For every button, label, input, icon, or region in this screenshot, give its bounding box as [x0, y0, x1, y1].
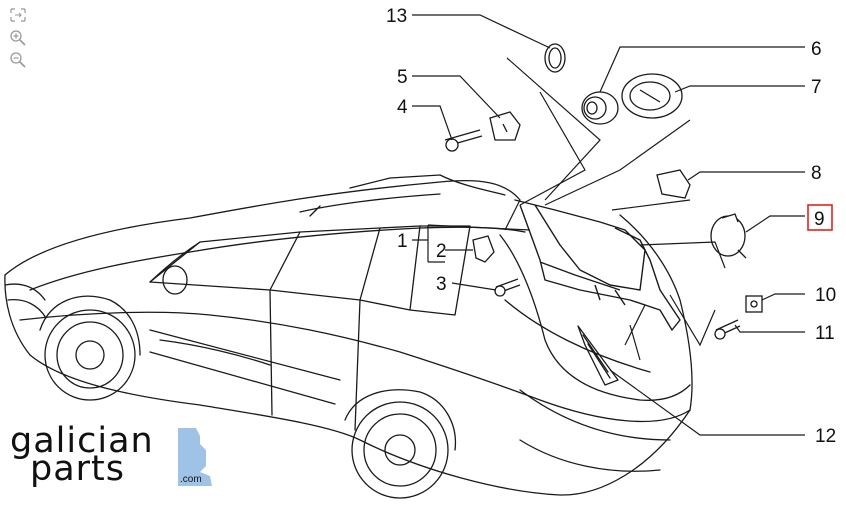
highlight-box-9	[807, 204, 833, 231]
car-outline	[4, 174, 693, 499]
callout-11: 11	[815, 323, 835, 344]
part-11-screw	[714, 319, 741, 340]
parts-group	[444, 43, 763, 340]
callout-labels: 13 5 4 1 2 3 6 7 8 9 10 11 12	[386, 6, 836, 447]
fit-screen-button[interactable]	[8, 6, 28, 24]
part-3-screw	[494, 278, 521, 297]
leader-lines	[412, 14, 805, 436]
logo-map-shape	[178, 428, 212, 486]
callout-12: 12	[815, 426, 836, 447]
zoom-out-button[interactable]	[8, 50, 28, 68]
part-10-nut	[745, 295, 763, 313]
part-4-screw	[444, 129, 483, 152]
callout-3: 3	[436, 274, 447, 295]
rear-trim-panel	[514, 199, 681, 331]
callout-10: 10	[815, 285, 836, 306]
part-8-lamp	[656, 169, 691, 199]
callout-7: 7	[811, 77, 822, 98]
callout-9[interactable]: 9	[814, 209, 825, 230]
part-6-speaker	[581, 91, 619, 125]
callout-2: 2	[436, 241, 447, 262]
callout-5: 5	[397, 67, 408, 88]
part-5-clip	[489, 111, 521, 141]
part-9-cap	[710, 213, 747, 259]
callout-8: 8	[811, 163, 822, 184]
callout-1: 1	[397, 231, 408, 252]
part-2-clip	[472, 235, 495, 263]
fit-screen-icon	[10, 8, 26, 22]
zoom-in-icon	[10, 30, 26, 46]
logo-line2: parts	[30, 449, 125, 489]
callout-6: 6	[811, 39, 822, 60]
part-7-speaker-cover	[621, 73, 683, 119]
galicianparts-logo: galician parts .com	[10, 421, 212, 489]
callout-13: 13	[386, 6, 407, 27]
callout-4: 4	[397, 97, 408, 118]
logo-suffix: .com	[180, 474, 202, 485]
zoom-in-button[interactable]	[8, 28, 28, 46]
zoom-out-icon	[10, 52, 26, 68]
logo-line1: galician	[10, 421, 154, 461]
